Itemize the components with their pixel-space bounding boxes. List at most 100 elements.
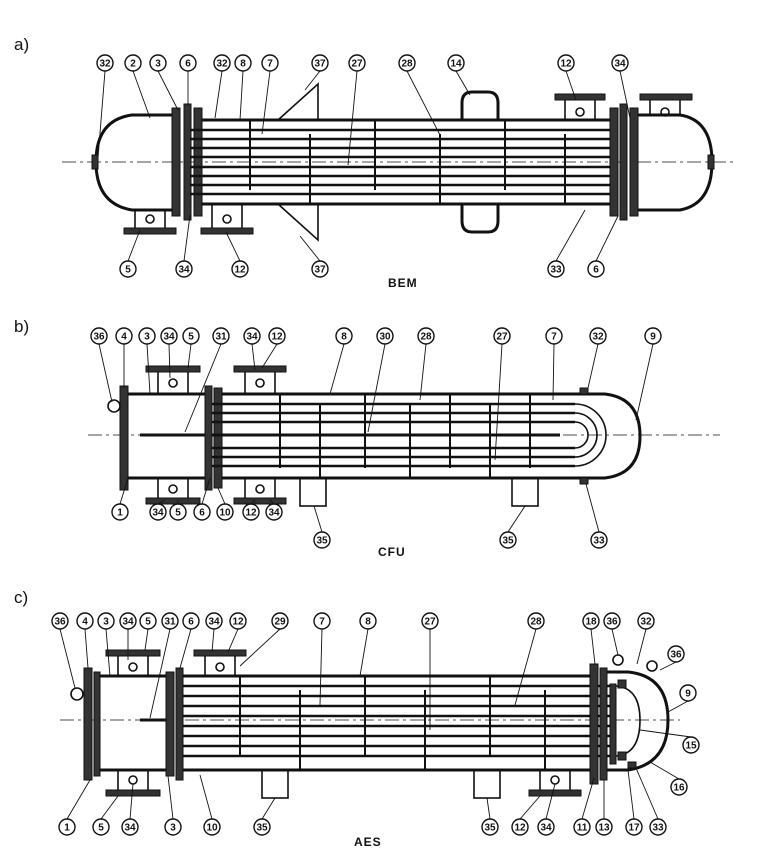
- leader-line: [59, 628, 76, 689]
- panel-b: b): [14, 317, 720, 559]
- leader-line: [619, 70, 631, 119]
- callout-number: 3: [155, 59, 161, 70]
- leader-line: [419, 343, 427, 401]
- callout-5: 5: [139, 612, 157, 651]
- callout-number: 34: [614, 59, 626, 70]
- callout-34: 34: [243, 327, 261, 371]
- callout-36: 36: [659, 645, 685, 671]
- callout-number: 34: [178, 265, 190, 276]
- callout-number: 5: [175, 508, 181, 519]
- callout-number: 8: [240, 59, 246, 70]
- callout-32: 32: [636, 612, 655, 665]
- floating-tubesheet: [609, 683, 617, 765]
- leader-line: [649, 761, 680, 780]
- callout-27: 27: [421, 612, 439, 730]
- leader-line: [667, 700, 689, 713]
- leader-line: [519, 795, 541, 820]
- leader-line: [157, 70, 179, 111]
- leader-line: [227, 628, 239, 653]
- type-label-cfu: CFU: [378, 545, 406, 559]
- leader-line: [507, 505, 526, 533]
- nozzle-channel-bottom: [105, 770, 161, 797]
- callout-4: 4: [76, 612, 94, 669]
- callout-number: 27: [496, 332, 508, 343]
- leader-line: [149, 628, 171, 719]
- flange-right: [629, 107, 639, 217]
- leader-line: [304, 70, 321, 91]
- callout-number: 34: [208, 617, 220, 628]
- callout-number: 6: [593, 265, 599, 276]
- leader-line: [587, 343, 599, 389]
- leader-line: [211, 628, 215, 653]
- leader-line: [144, 628, 149, 651]
- callout-37: 37: [299, 235, 329, 278]
- leader-line: [590, 628, 596, 665]
- type-label-bem: BEM: [388, 276, 418, 290]
- callout-number: 4: [82, 617, 88, 628]
- leader-line: [261, 797, 276, 820]
- callout-5: 5: [119, 229, 141, 278]
- callout-31: 31: [184, 327, 230, 433]
- callout-number: 12: [514, 823, 526, 834]
- callout-number: 32: [640, 617, 652, 628]
- panel-c: c): [14, 588, 680, 849]
- callout-number: 35: [256, 823, 268, 834]
- leader-line: [201, 477, 211, 505]
- drain: [579, 477, 589, 485]
- callout-number: 30: [379, 332, 391, 343]
- leader-line: [329, 343, 345, 395]
- callout-12: 12: [227, 612, 247, 653]
- callout-number: 13: [598, 823, 610, 834]
- leader-line: [639, 729, 692, 738]
- panel-a-label: a): [14, 35, 29, 54]
- callout-number: 3: [170, 823, 176, 834]
- leader-line: [146, 343, 151, 395]
- tubesheet-stationary: [175, 667, 184, 781]
- callout-number: 2: [130, 59, 136, 70]
- u-tube-bundle: [212, 402, 607, 468]
- leader-line: [367, 343, 386, 433]
- leader-line: [627, 769, 635, 820]
- callout-34: 34: [611, 54, 631, 119]
- callout-number: 10: [219, 508, 231, 519]
- leader-line: [261, 70, 271, 135]
- baffles: [279, 394, 531, 478]
- callout-number: 32: [216, 59, 228, 70]
- callout-37: 37: [304, 54, 329, 91]
- leader-line: [157, 499, 166, 505]
- callout-number: 34: [268, 508, 280, 519]
- leader-line: [545, 783, 556, 820]
- callout-number: 32: [592, 332, 604, 343]
- callout-12: 12: [511, 795, 541, 836]
- callout-number: 1: [64, 823, 70, 834]
- leader-line: [552, 343, 555, 401]
- callout-35: 35: [481, 797, 499, 836]
- callout-number: 7: [267, 59, 273, 70]
- callout-number: 14: [450, 59, 462, 70]
- callout-27: 27: [493, 327, 511, 461]
- bonnet-left: [94, 113, 180, 212]
- leader-line: [66, 779, 91, 820]
- leader-line: [659, 661, 677, 671]
- callout-number: 35: [484, 823, 496, 834]
- leader-line: [84, 628, 89, 669]
- callout-30: 30: [367, 327, 394, 433]
- split-backing-ring-top: [617, 679, 627, 689]
- leader-line: [585, 483, 600, 533]
- callout-number: 18: [585, 617, 597, 628]
- callout-number: 34: [122, 617, 134, 628]
- callout-18: 18: [582, 612, 600, 665]
- callout-28: 28: [417, 327, 435, 401]
- leader-line: [105, 628, 111, 677]
- callout-number: 34: [152, 508, 164, 519]
- callout-number: 27: [351, 59, 363, 70]
- callout-number: 34: [124, 823, 136, 834]
- callout-6: 6: [179, 612, 200, 669]
- nozzle-top-right: [554, 93, 606, 120]
- callout-8: 8: [329, 327, 353, 395]
- callout-number: 8: [341, 332, 347, 343]
- leader-line: [98, 343, 113, 403]
- leader-line: [119, 477, 129, 505]
- leader-line: [595, 215, 619, 262]
